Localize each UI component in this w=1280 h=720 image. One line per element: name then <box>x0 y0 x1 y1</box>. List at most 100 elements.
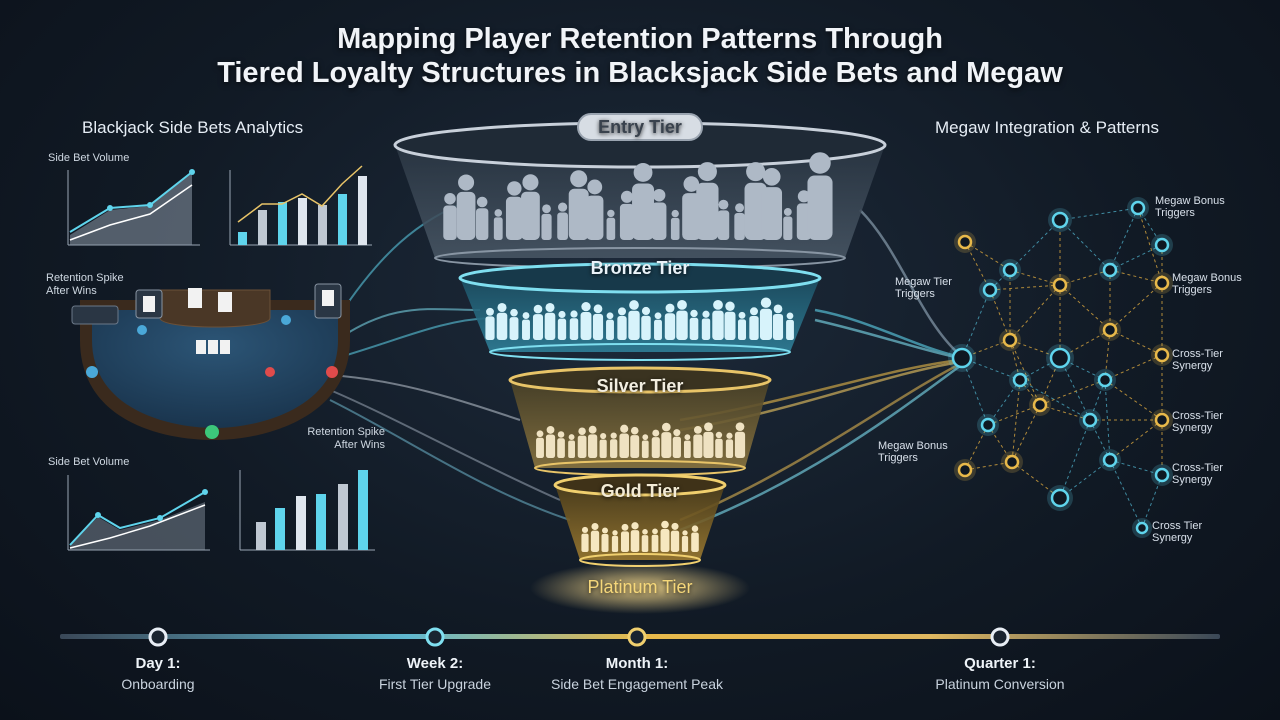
person-icon <box>485 307 495 340</box>
network-edge <box>1104 379 1111 461</box>
chart-bottom-left <box>67 475 210 551</box>
person-icon <box>670 209 680 240</box>
person-icon <box>682 176 701 240</box>
network-edge <box>964 424 989 471</box>
network-edge <box>1089 419 1111 461</box>
person-icon <box>456 174 476 240</box>
person-icon <box>544 302 556 340</box>
person-icon <box>610 432 618 458</box>
person-icon <box>620 523 630 552</box>
network-edge <box>1109 207 1139 271</box>
person-icon <box>568 434 575 458</box>
network-node <box>1102 262 1118 278</box>
person-icon <box>443 192 457 240</box>
timeline-label-day1: Day 1: Onboarding <box>48 654 268 694</box>
person-icon <box>701 310 711 340</box>
person-icon <box>532 304 544 340</box>
person-icon <box>557 202 568 240</box>
network-node <box>1154 412 1170 428</box>
person-icon <box>744 162 767 240</box>
network-node <box>1052 277 1068 293</box>
megaw-network <box>948 197 1173 538</box>
network-edge <box>1039 404 1091 421</box>
tier-label-bronze: Bronze Tier <box>590 258 690 278</box>
person-icon <box>568 170 589 240</box>
person-icon <box>786 312 794 340</box>
network-node <box>1032 397 1048 413</box>
title-line-1: Mapping Player Retention Patterns Throug… <box>337 23 943 55</box>
chart-bottom-right <box>239 470 375 551</box>
person-icon <box>737 311 747 340</box>
network-edge <box>1109 459 1143 529</box>
network-node <box>1154 275 1170 291</box>
network-edge <box>1137 207 1163 246</box>
person-icon <box>693 425 703 458</box>
net-label-bonus-low: Megaw Bonus Triggers <box>878 440 948 464</box>
timeline-label-quarter1: Quarter 1: Platinum Conversion <box>890 654 1110 694</box>
chart-top-left <box>67 169 200 246</box>
network-edge <box>961 289 991 359</box>
network-edge <box>964 461 1013 471</box>
tier-label-gold: Gold Tier <box>600 481 680 501</box>
person-icon <box>759 297 773 340</box>
network-node <box>1050 488 1070 508</box>
person-icon <box>630 522 640 552</box>
net-label-bonus-mid: Megaw Bonus Triggers <box>1172 272 1242 296</box>
timeline-day1-desc: Onboarding <box>121 676 195 692</box>
person-icon <box>641 434 649 458</box>
person-icon <box>599 432 607 458</box>
person-icon <box>783 208 793 240</box>
network-edge <box>1059 459 1111 499</box>
network-edge <box>1104 354 1163 381</box>
timeline-node-quarter1 <box>990 627 1010 647</box>
person-icon <box>683 434 691 458</box>
network-node <box>1102 452 1118 468</box>
network-node <box>1012 372 1028 388</box>
person-icon <box>749 307 759 340</box>
timeline-node-week2 <box>425 627 445 647</box>
title-line-2: Tiered Loyalty Structures in Blacksjack … <box>217 57 1063 89</box>
person-icon <box>654 312 662 340</box>
network-edge <box>1011 404 1041 463</box>
person-icon <box>601 527 609 552</box>
person-icon <box>569 310 579 340</box>
timeline-day1-title: Day 1: <box>135 655 181 672</box>
timeline-week2-desc: First Tier Upgrade <box>378 676 492 692</box>
network-edge <box>1011 379 1021 463</box>
network-edge <box>1059 419 1091 499</box>
net-label-synergy-3: Cross-Tier Synergy <box>1172 462 1223 486</box>
net-label-bonus-top: Megaw Bonus Triggers <box>1155 195 1225 219</box>
person-icon <box>475 196 489 240</box>
person-icon <box>505 181 523 240</box>
person-icon <box>606 312 614 340</box>
person-icon <box>660 520 670 552</box>
network-node <box>1049 347 1071 369</box>
person-icon <box>632 163 655 240</box>
network-node <box>1135 521 1149 535</box>
person-icon <box>715 431 723 458</box>
person-icon <box>545 425 556 458</box>
person-icon <box>611 530 619 552</box>
network-node <box>1154 467 1170 483</box>
person-icon <box>628 300 640 340</box>
person-icon <box>717 199 730 240</box>
person-icon <box>521 174 540 240</box>
person-icon <box>661 422 672 458</box>
chart-label-bottom: Side Bet Volume <box>48 456 130 468</box>
person-icon <box>712 299 724 340</box>
network-edge <box>1137 207 1163 284</box>
person-icon <box>651 528 659 552</box>
person-icon <box>509 308 519 340</box>
tier-label-platinum: Platinum Tier <box>587 577 693 597</box>
net-label-synergy-1: Cross-Tier Synergy <box>1172 348 1223 372</box>
person-icon <box>696 162 719 240</box>
timeline-quarter1-title: Quarter 1: <box>964 655 1036 672</box>
person-icon <box>586 179 604 240</box>
person-icon <box>581 526 589 552</box>
person-icon <box>577 427 587 458</box>
person-icon <box>522 312 530 340</box>
timeline-label-week2: Week 2: First Tier Upgrade <box>325 654 545 694</box>
network-node <box>1004 454 1020 470</box>
person-icon <box>536 430 544 458</box>
